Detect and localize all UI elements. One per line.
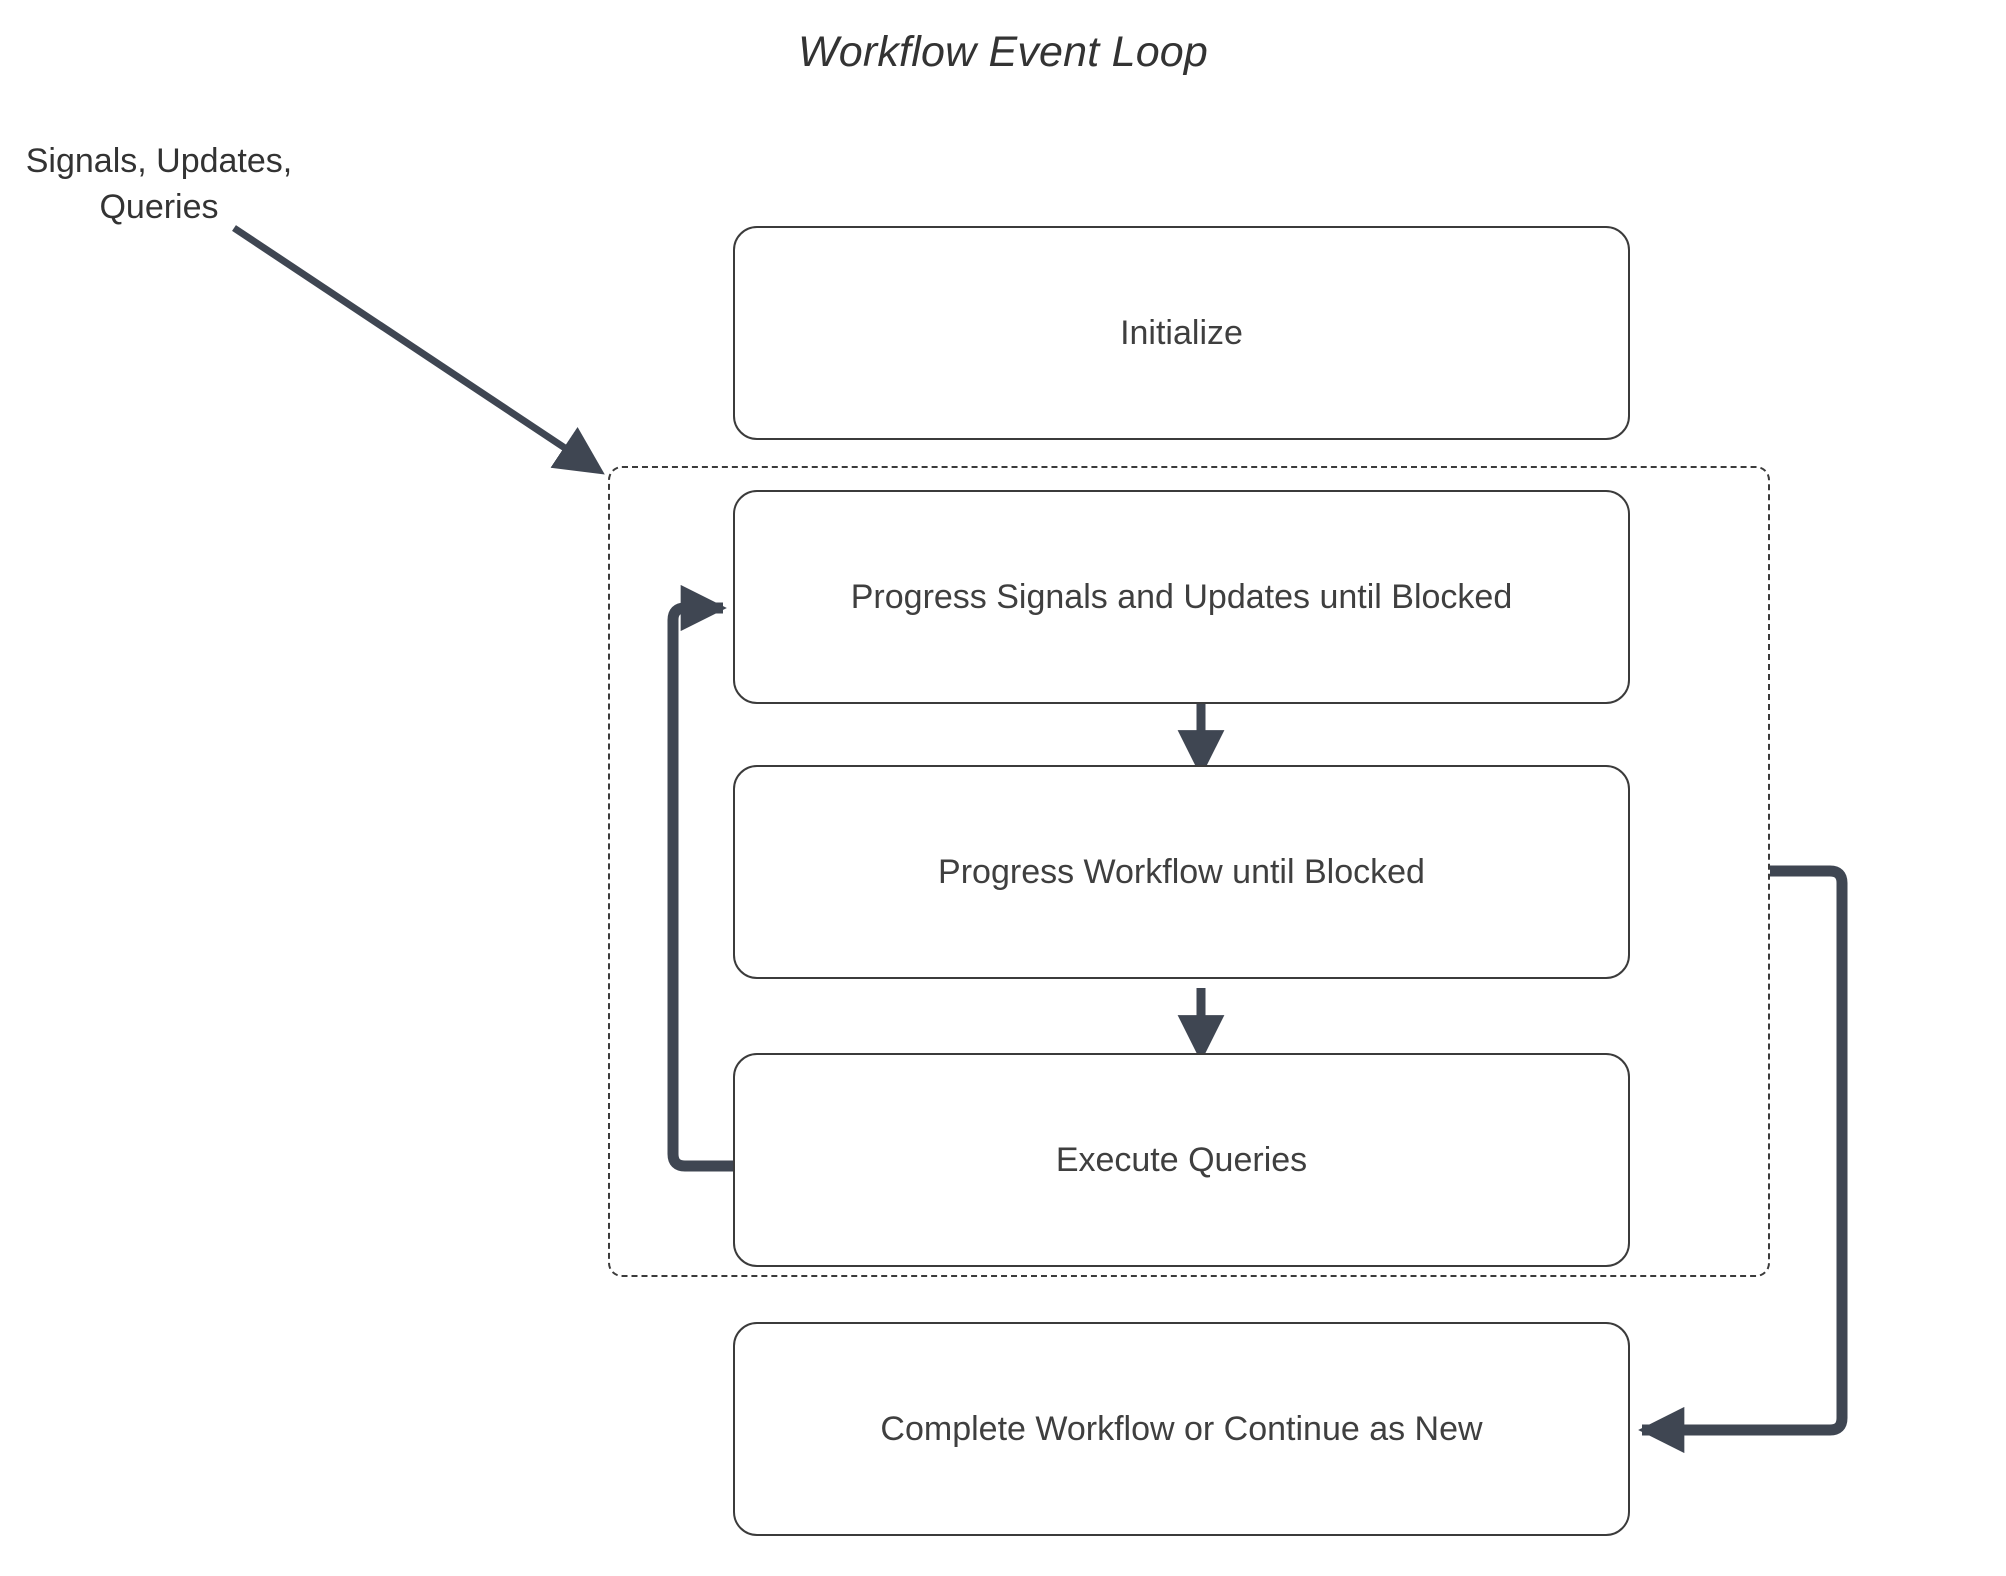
edge-signals-into-loop [232,225,605,475]
node-initialize[interactable]: Initialize [733,226,1630,440]
node-execute-queries[interactable]: Execute Queries [733,1053,1630,1267]
page-title: Workflow Event Loop [797,28,1209,76]
node-progress-signals-updates-label: Progress Signals and Updates until Block… [850,577,1513,616]
node-progress-workflow[interactable]: Progress Workflow until Blocked [733,765,1630,979]
node-complete-or-continue-label: Complete Workflow or Continue as New [880,1409,1483,1448]
node-initialize-label: Initialize [1120,313,1243,352]
event-loop-group [608,466,1770,1277]
edge-loop-to-complete [1638,865,1848,1454]
node-progress-workflow-label: Progress Workflow until Blocked [938,852,1425,891]
external-input-label: Signals, Updates, Queries [25,142,293,226]
node-complete-or-continue[interactable]: Complete Workflow or Continue as New [733,1322,1630,1536]
node-execute-queries-label: Execute Queries [1055,1140,1308,1179]
edge-queries-back-to-signals [667,584,733,1172]
node-progress-signals-updates[interactable]: Progress Signals and Updates until Block… [733,490,1630,704]
